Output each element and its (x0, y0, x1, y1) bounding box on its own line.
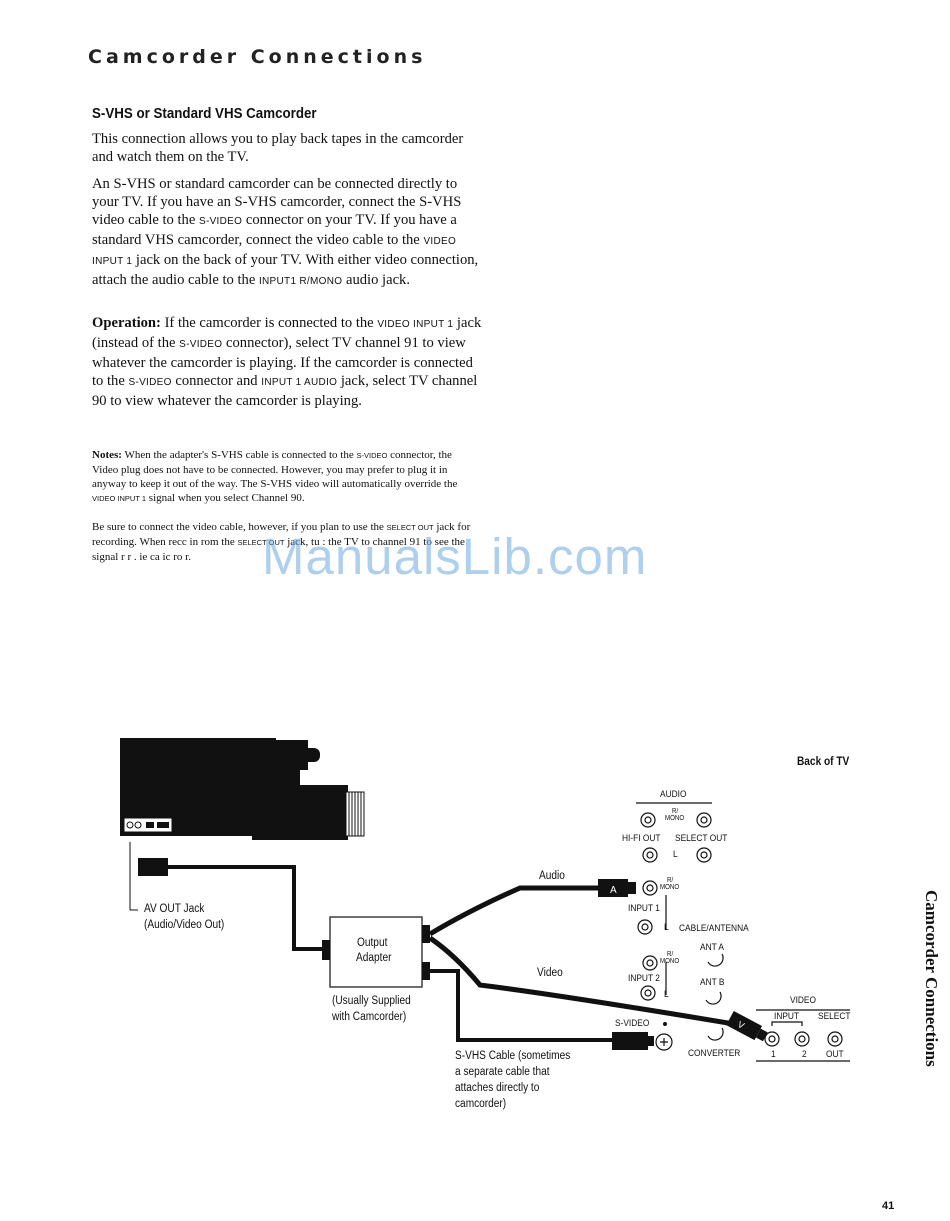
jack-1-label: 1 (771, 1049, 776, 1060)
jack-hifi-out-label: HI-FI OUT (622, 833, 661, 844)
jack-ant-a-label: ANT A (700, 942, 725, 953)
camcorder-illustration (120, 738, 365, 840)
jack-cable-antenna-label: CABLE/ANTENNA (679, 923, 749, 934)
jack-out-label: OUT (826, 1049, 844, 1060)
section-heading: S-VHS or Standard VHS Camcorder (92, 106, 317, 122)
jack-video-label: VIDEO (790, 995, 817, 1006)
av-out-jack-sublabel: (Audio/Video Out) (144, 919, 225, 931)
connection-paragraph: An S-VHS or standard camcorder can be co… (92, 176, 479, 288)
jack-input2-label: INPUT 2 (628, 973, 660, 984)
jack-r-mono-2a: MONO (665, 815, 685, 822)
page-header-title: Camcorder Connections (88, 46, 427, 68)
jack-r-mono-1c: R/ (667, 951, 674, 958)
jack-s-video-label: S-VIDEO (615, 1018, 650, 1029)
jack-input-label: INPUT (774, 1011, 800, 1022)
jack-input1-label: INPUT 1 (628, 903, 660, 914)
side-tab-label: Camcorder Connections (922, 890, 941, 1067)
notes-paragraph-1: Notes: When the adapter's S-VHS cable is… (92, 449, 458, 504)
intro-paragraph: This connection allows you to play back … (92, 131, 464, 165)
operation-label: Operation: (92, 315, 161, 331)
svhs-cable-label-4: camcorder) (455, 1098, 507, 1110)
notes-label: Notes: (92, 449, 122, 461)
plug-v-label: V (736, 1019, 746, 1031)
usually-supplied-label-2: with Camcorder) (332, 1011, 407, 1023)
output-adapter-label-1: Output (357, 937, 388, 949)
jack-ant-b-label: ANT B (700, 977, 725, 988)
jack-select-out-label: SELECT OUT (675, 833, 728, 844)
operation-paragraph: Operation: If the camcorder is connected… (92, 315, 482, 409)
jack-select-label: SELECT (818, 1011, 851, 1022)
video-cable-label: Video (537, 967, 563, 979)
av-out-jack-label: AV OUT Jack (144, 903, 205, 915)
tv-jack-panel (636, 802, 850, 1062)
watermark: ManualsLib.com (262, 528, 648, 585)
jack-l-label-3: L (664, 989, 669, 1000)
jack-r-mono-1a: R/ (672, 808, 679, 815)
jack-l-label-2: L (664, 922, 669, 933)
jack-2-label: 2 (802, 1049, 807, 1060)
audio-cable-label: Audio (539, 870, 565, 882)
usually-supplied-label-1: (Usually Supplied (332, 995, 411, 1007)
jack-r-mono-1b: R/ (667, 877, 674, 884)
svhs-cable-label-3: attaches directly to (455, 1082, 540, 1094)
jack-r-mono-2b: MONO (660, 884, 680, 891)
plug-a-label: A (610, 885, 617, 896)
jack-audio-label: AUDIO (660, 789, 687, 800)
output-adapter-box (329, 916, 423, 988)
page-number: 41 (882, 1200, 895, 1212)
jack-converter-label: CONVERTER (688, 1048, 741, 1059)
svhs-cable-label-2: a separate cable that (455, 1066, 550, 1078)
svhs-cable-label-1: S-VHS Cable (sometimes (455, 1050, 571, 1062)
output-adapter-label-2: Adapter (356, 952, 392, 964)
jack-l-label-1: L (673, 849, 678, 860)
jack-r-mono-2c: MONO (660, 958, 680, 965)
back-of-tv-label: Back of TV (797, 756, 850, 768)
notes-paragraph-2: Be sure to connect the video cable, howe… (92, 521, 471, 563)
